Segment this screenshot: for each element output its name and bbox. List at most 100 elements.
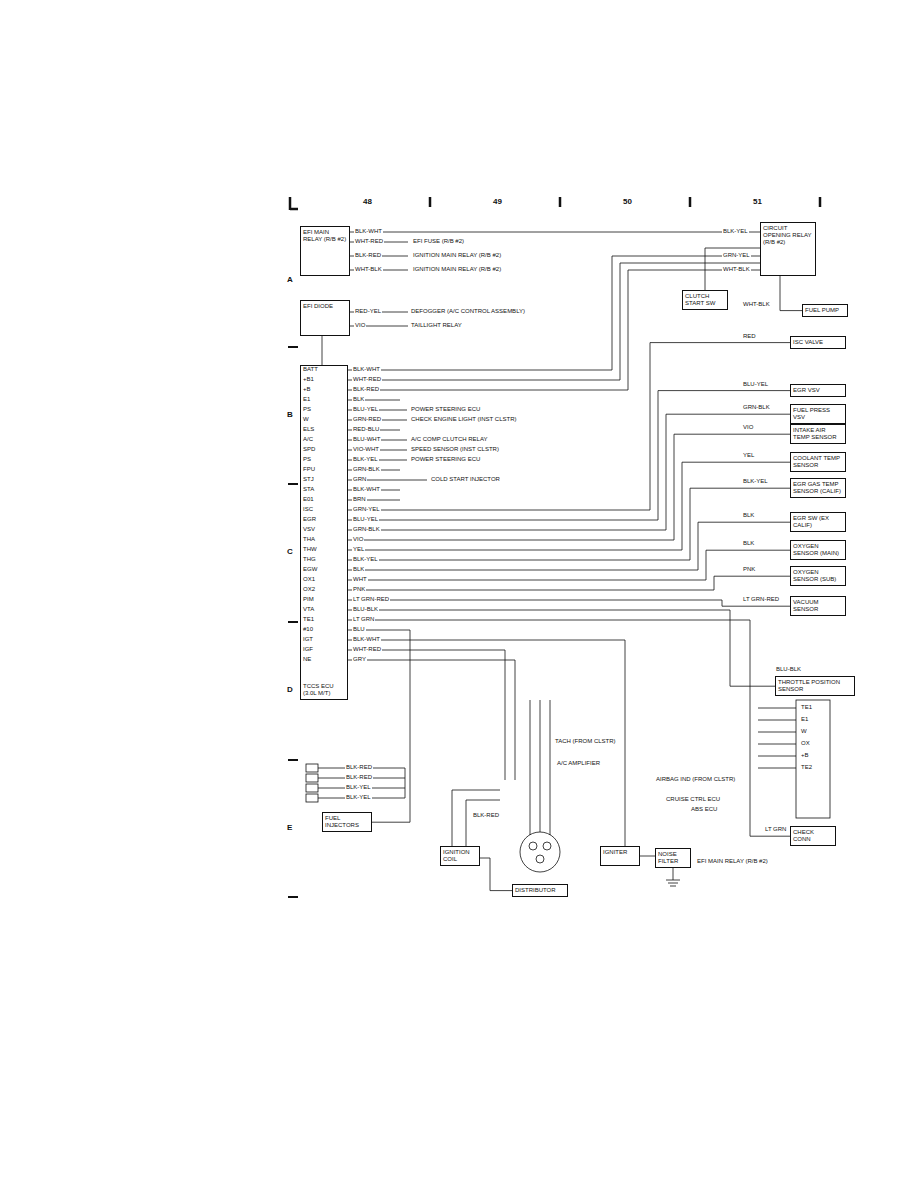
wire-connector xyxy=(348,414,790,530)
row-letter: B xyxy=(286,410,294,420)
pin-name: E01 xyxy=(302,496,315,503)
igniter-box: IGNITER xyxy=(600,846,640,866)
wire-color: GRN-BLK xyxy=(742,404,771,411)
connector-box: CHECK CONN xyxy=(790,826,836,846)
pin-name: A/C xyxy=(302,436,314,443)
wire-color: BLU xyxy=(352,626,366,633)
row-letter: E xyxy=(286,823,293,833)
wire-color: VIO-WHT xyxy=(352,446,380,453)
component-label: DEFOGGER (A/C CONTROL ASSEMBLY) xyxy=(410,308,526,315)
ground-symbol xyxy=(666,868,680,886)
wire-color: GRN-YEL xyxy=(352,506,381,513)
component-label: A/C COMP CLUTCH RELAY xyxy=(410,436,488,443)
wire-connector xyxy=(348,522,790,570)
component-label: IGNITION MAIN RELAY (R/B #2) xyxy=(412,266,502,273)
wire-color: BLK-WHT xyxy=(352,636,381,643)
wire-color: BLU-YEL xyxy=(742,381,769,388)
wire-color: WHT-RED xyxy=(352,646,382,653)
component-name: THROTTLE POSITION SENSOR xyxy=(778,679,852,693)
wire-connector xyxy=(705,248,760,290)
wire-color: WHT-BLK xyxy=(722,266,751,273)
injector-symbol xyxy=(306,784,318,792)
pin-name: STA xyxy=(302,486,315,493)
column-number: 50 xyxy=(622,197,633,207)
distributor-terminal xyxy=(536,855,544,863)
component-label: CRUISE CTRL ECU xyxy=(665,796,721,803)
row-letter: C xyxy=(286,547,294,557)
component-label: COLD START INJECTOR xyxy=(430,476,501,483)
sensor-box: EGR GAS TEMP SENSOR (CALIF) xyxy=(790,478,846,498)
vsv-box: EGR VSV xyxy=(790,384,846,397)
wire-color: RED-YEL xyxy=(354,308,382,315)
pin-name: TE1 xyxy=(800,704,813,711)
wire-color: LT GRN-RED xyxy=(352,596,390,603)
pin-name: +B1 xyxy=(302,376,315,383)
pin-name: ELS xyxy=(302,426,315,433)
wire-color: BLK-WHT xyxy=(354,228,383,235)
wire xyxy=(350,242,408,326)
wire-connector xyxy=(348,576,790,590)
wire-color: BLK xyxy=(352,566,365,573)
pin-name: PS xyxy=(302,456,312,463)
pin-name: OX2 xyxy=(302,586,316,593)
pin-name: EGR xyxy=(302,516,317,523)
wire-color: BLK-YEL xyxy=(345,794,372,801)
pin-name: VSV xyxy=(302,526,316,533)
injector-symbol xyxy=(306,774,318,782)
wire-color: BLU-YEL xyxy=(352,516,379,523)
switch-box: CLUTCH START SW xyxy=(682,290,728,310)
component-name: IGNITION COIL xyxy=(443,849,477,863)
sensor-box: THROTTLE POSITION SENSOR xyxy=(775,676,855,696)
component-name: NOISE FILTER xyxy=(658,851,688,865)
column-number: 48 xyxy=(362,197,373,207)
wire-color: VIO xyxy=(354,322,366,329)
pin-name: THG xyxy=(302,556,317,563)
wire-color: BLK-YEL xyxy=(345,784,372,791)
relay-box: EFI MAIN RELAY (R/B #2) xyxy=(300,226,350,276)
component-name: CHECK CONN xyxy=(793,829,833,843)
component-name: FUEL PRESS VSV xyxy=(793,407,843,421)
pin-name: FPU xyxy=(302,466,316,473)
wire-color: BLK-RED xyxy=(345,774,373,781)
component-name: EGR GAS TEMP SENSOR (CALIF) xyxy=(793,481,843,495)
component-label: A/C AMPLIFIER xyxy=(556,760,601,767)
wire-color: GRN-YEL xyxy=(722,252,751,259)
fuel-pump: FUEL PUMP xyxy=(802,304,848,317)
wire-color: WHT-RED xyxy=(354,238,384,245)
filter-box: NOISE FILTER xyxy=(655,848,691,868)
wire-color: GRN-RED xyxy=(352,416,382,423)
wire-color: BLK-YEL xyxy=(352,456,379,463)
wire-color: RED xyxy=(742,333,757,340)
wire-color: LT GRN xyxy=(764,826,787,833)
vsv-box: FUEL PRESS VSV xyxy=(790,404,846,424)
wire-connector xyxy=(348,620,790,836)
component-label: SPEED SENSOR (INST CLSTR) xyxy=(410,446,500,453)
relay-box: CIRCUIT OPENING RELAY (R/B #2) xyxy=(760,222,816,276)
column-number: 51 xyxy=(752,197,763,207)
wire-connector xyxy=(348,600,790,606)
pin-name: E1 xyxy=(302,396,311,403)
wire-connector xyxy=(480,858,512,891)
sensor-box: VACUUM SENSOR xyxy=(790,596,846,616)
wire-connector xyxy=(780,276,802,311)
wire-color: RED-BLU xyxy=(352,426,380,433)
pin-name: TE1 xyxy=(302,616,315,623)
wire-color: BLK-WHT xyxy=(352,486,381,493)
component-name: INTAKE AIR TEMP SENSOR xyxy=(793,427,843,441)
wire-color: WHT-BLK xyxy=(742,301,771,308)
wire-connector xyxy=(348,488,790,560)
wire xyxy=(452,790,500,846)
wire-color: VIO xyxy=(742,424,754,431)
wire-color: BLK-WHT xyxy=(352,366,381,373)
wire-color: LT GRN-RED xyxy=(742,596,780,603)
wire-connector xyxy=(348,391,790,520)
component-name: EFI MAIN RELAY (R/B #2) xyxy=(303,229,347,243)
component-label: IGNITION MAIN RELAY (R/B #2) xyxy=(412,252,502,259)
component-name: FUEL PUMP xyxy=(805,307,845,314)
component-name: FUEL INJECTORS xyxy=(325,815,369,829)
sensor-box: OXYGEN SENSOR (SUB) xyxy=(790,566,846,586)
component-name: TCCS ECU (3.0L M/T) xyxy=(303,683,345,697)
distributor-terminal xyxy=(529,842,537,850)
wire-color: BRN xyxy=(352,496,367,503)
